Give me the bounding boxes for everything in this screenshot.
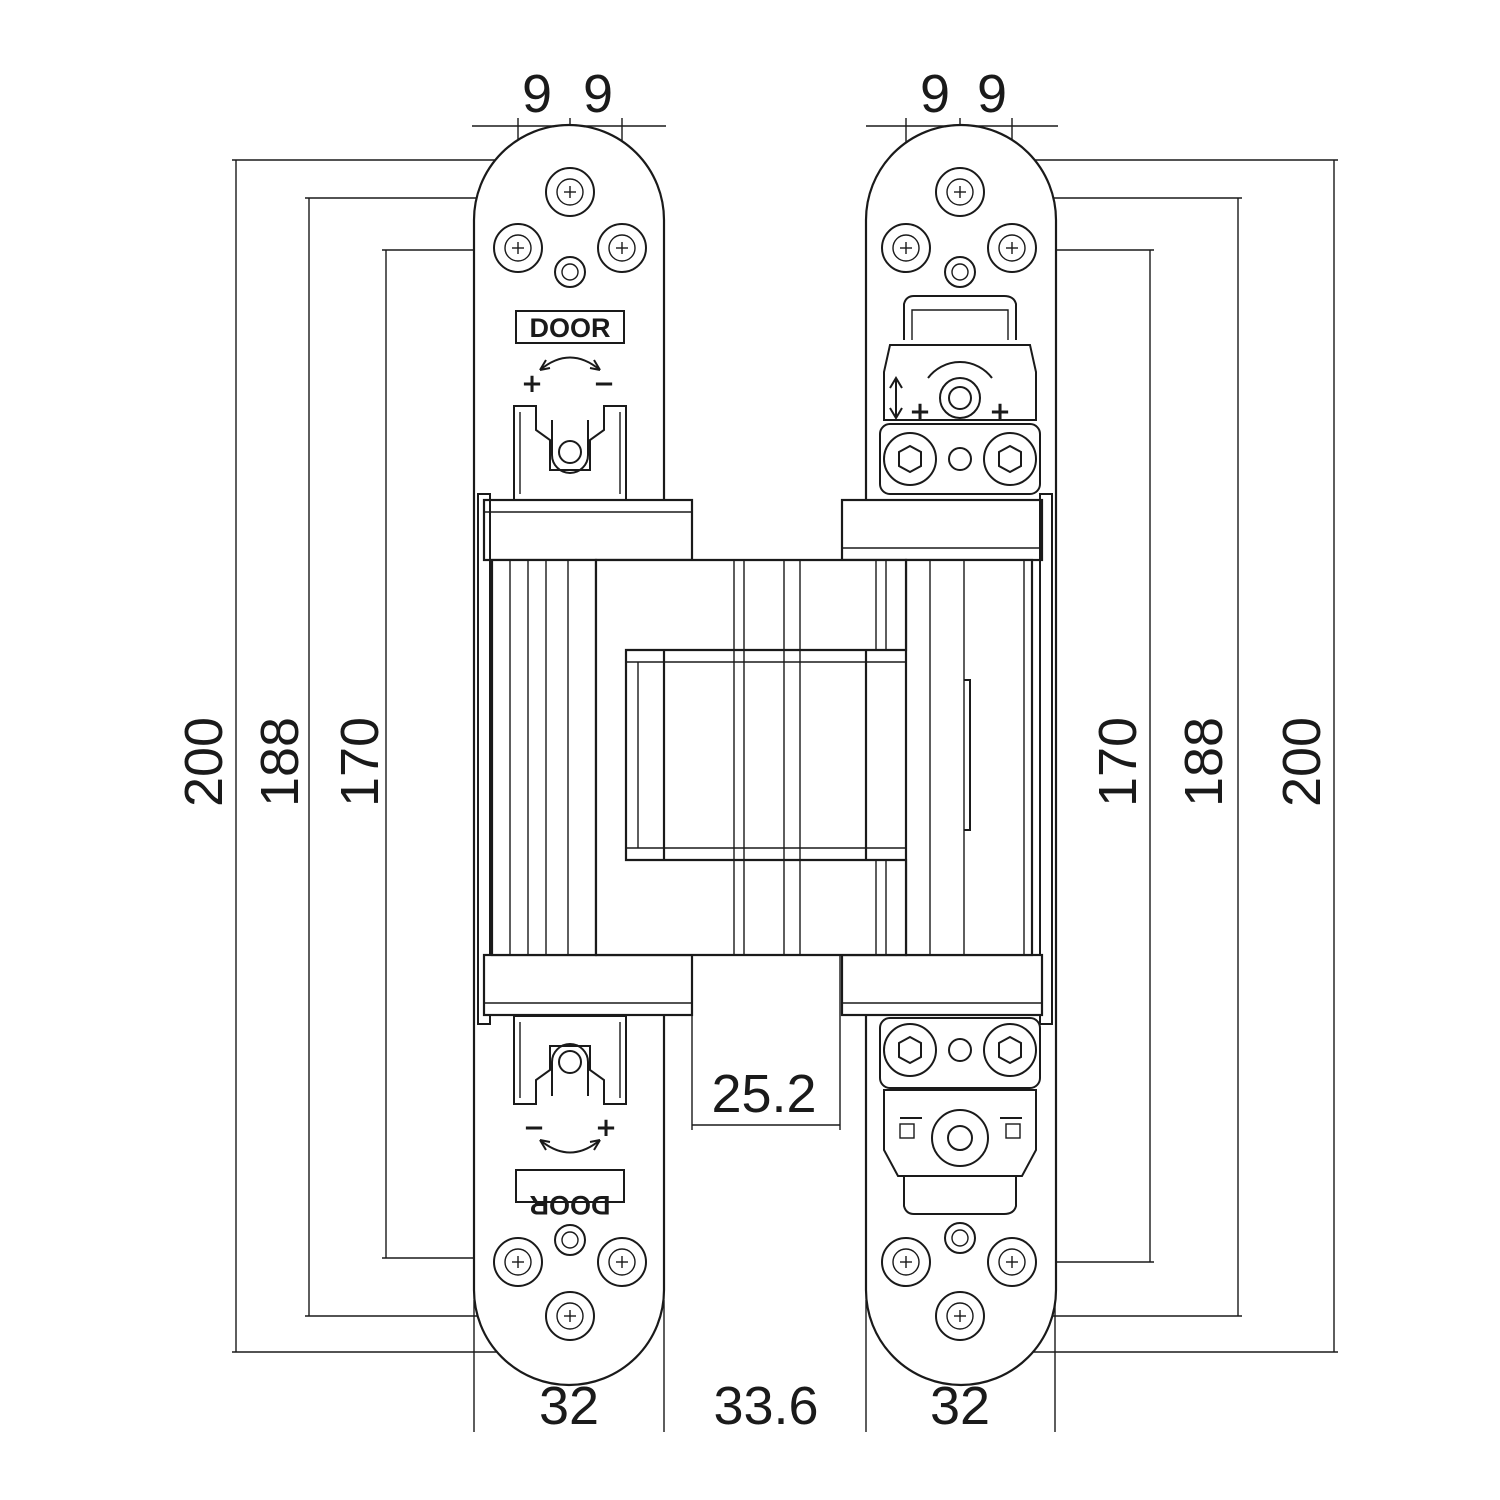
screw-hole-icon [935, 167, 985, 217]
dim-center-gap: 25.2 [711, 1064, 816, 1124]
svg-text:−: − [523, 1113, 545, 1143]
dim-width-left: 32 [539, 1376, 599, 1436]
door-label-top: DOOR [530, 313, 611, 343]
screw-hole-icon [935, 1291, 985, 1341]
screw-hole-icon [881, 223, 931, 273]
dim-width-right: 32 [930, 1376, 990, 1436]
adjust-arrow-icon: + − [521, 356, 615, 399]
svg-text:−: − [593, 369, 615, 399]
dim-height-right-188: 188 [1174, 717, 1234, 807]
dim-height-left-200: 200 [174, 717, 234, 807]
svg-text:+: + [595, 1113, 617, 1143]
hex-screw-icon [883, 1023, 937, 1077]
dim-width-center: 33.6 [713, 1376, 818, 1436]
dim-spacing-top-right-1: 9 [920, 64, 950, 124]
dim-spacing-top-left-1: 9 [522, 64, 552, 124]
adjust-arrow-icon: − + [523, 1113, 617, 1154]
hex-screw-icon [983, 432, 1037, 486]
dim-height-left-170: 170 [330, 717, 390, 807]
hinge-linkage [490, 558, 1034, 957]
svg-text:+: + [989, 397, 1011, 427]
screw-hole-icon [493, 223, 543, 273]
dimension-lines [232, 118, 1338, 1432]
door-label-bottom: DOOR [530, 1190, 611, 1220]
screw-hole-icon [987, 1237, 1037, 1287]
dimension-labels: 9 9 9 9 200 188 170 170 188 200 25.2 32 … [174, 64, 1332, 1436]
screw-hole-icon [493, 1237, 543, 1287]
svg-text:+: + [909, 397, 931, 427]
screw-hole-icon [545, 1291, 595, 1341]
dim-height-right-170: 170 [1088, 717, 1148, 807]
hex-screw-icon [883, 432, 937, 486]
dim-height-right-200: 200 [1272, 717, 1332, 807]
dim-spacing-top-left-2: 9 [583, 64, 613, 124]
hex-screw-icon [983, 1023, 1037, 1077]
screw-hole-icon [545, 167, 595, 217]
dim-height-left-188: 188 [250, 717, 310, 807]
screw-hole-icon [597, 223, 647, 273]
screw-hole-icon [881, 1237, 931, 1287]
dim-spacing-top-right-2: 9 [977, 64, 1007, 124]
screw-hole-icon [987, 223, 1037, 273]
svg-text:+: + [521, 369, 543, 399]
screw-hole-icon [597, 1237, 647, 1287]
